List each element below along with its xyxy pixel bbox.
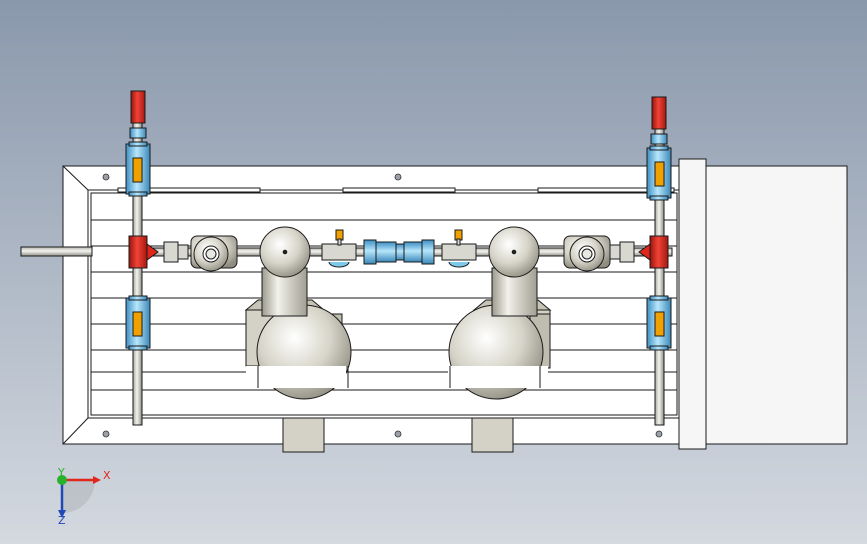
axis-y-dot <box>57 475 67 485</box>
filter-housings <box>190 235 611 272</box>
axis-z-arrow <box>58 510 66 518</box>
mounting-feet <box>282 417 514 453</box>
pump-left <box>244 226 352 400</box>
base-frame <box>62 165 680 445</box>
axis-x-label: X <box>103 469 111 482</box>
triad-rotation-arc <box>62 480 95 513</box>
axis-x-arrow <box>93 476 101 484</box>
inlet-pipe <box>20 246 93 257</box>
axis-y-label: Y <box>57 466 65 479</box>
frame-bolts <box>102 173 663 438</box>
axis-triad[interactable]: X Y Z <box>57 466 111 527</box>
couplings <box>163 241 635 263</box>
blue-fittings <box>125 127 672 351</box>
motor-box <box>678 158 848 450</box>
tee-valves <box>128 235 669 269</box>
frame-rails <box>90 219 678 391</box>
axis-z-label: Z <box>58 514 66 527</box>
center-fittings <box>321 229 477 268</box>
pump-right <box>448 226 552 400</box>
valve-handles <box>130 90 667 130</box>
